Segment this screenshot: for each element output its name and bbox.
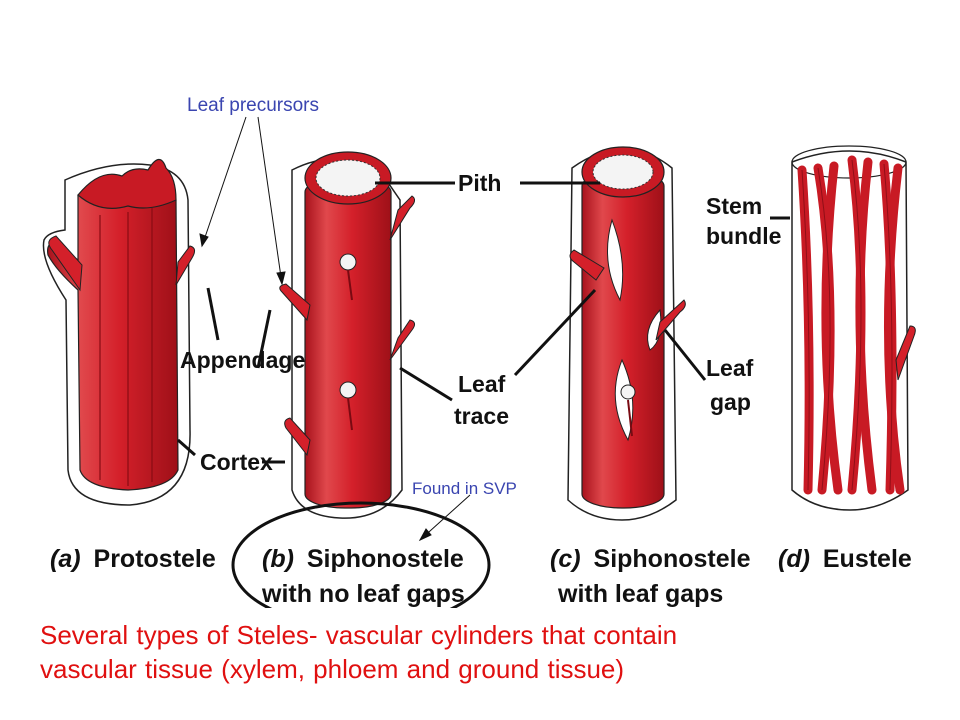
label-stem: Stem bbox=[706, 193, 762, 219]
eustele-bundle-1 bbox=[797, 165, 814, 495]
caption-line-2: vascular tissue (xylem, phloem and groun… bbox=[40, 654, 625, 684]
label-leaf-trace-1: Leaf bbox=[458, 371, 506, 397]
siphonostele-no-gaps-drawing bbox=[279, 151, 416, 519]
label-leaf-gap-2: gap bbox=[710, 389, 751, 415]
panel-d-caption: (d) Eustele bbox=[778, 545, 912, 573]
panel-b-subtitle: with no leaf gaps bbox=[261, 580, 465, 608]
label-appendage: Appendage bbox=[180, 347, 305, 373]
siphonostele-c-pith bbox=[592, 154, 654, 190]
eustele-bundle-7 bbox=[884, 163, 905, 495]
siphonostele-b-pith bbox=[315, 159, 381, 197]
protostele-top bbox=[77, 158, 177, 209]
protostele-drawing bbox=[42, 158, 196, 506]
note-found-in-svp: Found in SVP bbox=[412, 479, 517, 498]
eustele-bundle-3 bbox=[821, 161, 843, 495]
siphonostele-c-trace-1 bbox=[569, 249, 605, 281]
label-leaf-trace-2: trace bbox=[454, 403, 509, 429]
siphonostele-c-gap-1 bbox=[607, 218, 624, 302]
eustele-bundle-5 bbox=[855, 157, 877, 495]
caption-background bbox=[0, 608, 960, 720]
eustele-trace-right bbox=[895, 325, 916, 381]
protostele-appendage-right bbox=[175, 245, 196, 286]
siphonostele-b-body bbox=[304, 177, 392, 509]
label-pith: Pith bbox=[458, 170, 501, 196]
label-bundle: bundle bbox=[706, 223, 781, 249]
siphonostele-b-trace-3 bbox=[389, 319, 416, 361]
eustele-drawing bbox=[791, 145, 916, 511]
siphonostele-with-gaps-drawing bbox=[567, 146, 686, 521]
eustele-cortex bbox=[791, 150, 909, 511]
siphonostele-c-trace-2 bbox=[655, 299, 686, 341]
protostele-cortex bbox=[42, 163, 191, 506]
panel-c-caption: (c) Siphonostele bbox=[550, 545, 751, 573]
siphonostele-c-gap-3 bbox=[614, 358, 634, 442]
siphonostele-b-trace-2 bbox=[279, 283, 311, 322]
protostele-appendage-left bbox=[48, 235, 83, 292]
panel-a-caption: (a) Protostele bbox=[50, 545, 216, 573]
slide-caption: Several types of Steles- vascular cylind… bbox=[40, 618, 940, 686]
panel-b-caption: (b) Siphonostele bbox=[262, 545, 464, 573]
siphonostele-b-trace-4 bbox=[284, 417, 311, 457]
label-cortex: Cortex bbox=[200, 449, 273, 475]
siphonostele-b-trace-1 bbox=[389, 195, 416, 241]
label-leaf-gap-1: Leaf bbox=[706, 355, 754, 381]
note-leaf-precursors: Leaf precursors bbox=[187, 95, 319, 116]
leader-lines bbox=[177, 181, 790, 464]
panel-c-subtitle: with leaf gaps bbox=[557, 580, 723, 608]
caption-line-1: Several types of Steles- vascular cylind… bbox=[40, 620, 678, 650]
precursor-arrows bbox=[199, 116, 471, 542]
